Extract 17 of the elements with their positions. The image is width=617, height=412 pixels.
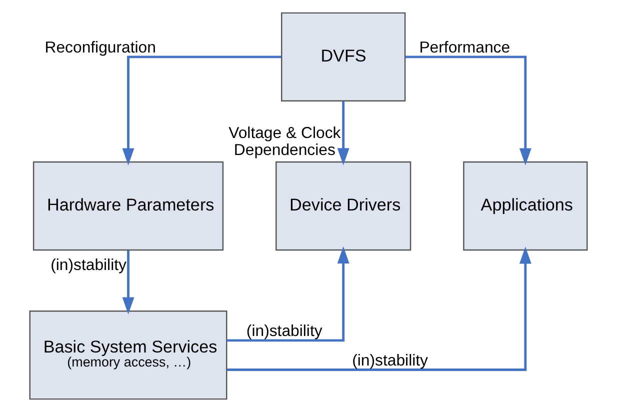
node-box: DVFS [281,12,406,102]
node-box: Hardware Parameters [32,161,224,251]
arrow [405,56,532,166]
edge-label: Performance [419,40,510,57]
edge-label: Voltage & Clock Dependencies [228,125,341,160]
arrow [337,101,350,166]
arrow [122,250,134,314]
edge-label: (in)stability [352,352,428,370]
node-box: Basic System Services (memory access, …) [29,310,228,400]
node-box: Device Drivers [276,161,412,251]
arrow [226,246,532,371]
arrow [122,56,282,166]
edge-label: (in)stability [50,256,126,274]
arrow [226,246,350,342]
edge-label: (in)stability [246,323,322,340]
edge-label: Reconfiguration [44,40,156,57]
node-box: Applications [463,161,588,251]
